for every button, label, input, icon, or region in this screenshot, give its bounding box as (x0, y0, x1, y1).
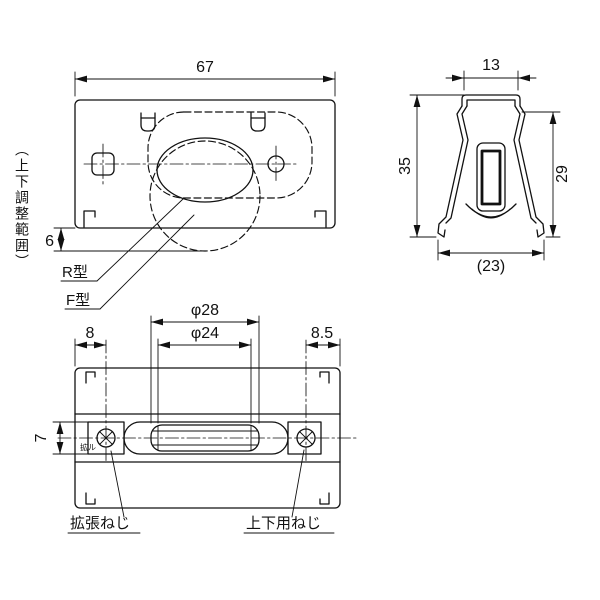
side-wheel-arc (465, 203, 517, 218)
dim-outer-dia-label: φ28 (191, 302, 219, 319)
dim-side-width-label: 13 (482, 57, 500, 74)
front-bottom-hooks (83, 210, 327, 228)
dim-13: 13 (445, 57, 537, 91)
side-roller-housing (476, 142, 506, 212)
dim-35: 35 (397, 94, 465, 238)
expansion-screw-leader (110, 450, 125, 518)
front-view: 67 6 R型 F型 (45, 59, 336, 310)
dim-height-right-label: 29 (554, 165, 571, 183)
front-hidden-wheel (149, 140, 261, 252)
stamp-mark: 拡ル (80, 442, 96, 452)
dim-foot-span-label: (23) (477, 258, 505, 275)
front-roller-arm-outline (156, 137, 254, 203)
front-plate-outline (74, 99, 336, 229)
dim-right-offset-label: 8.5 (311, 325, 333, 342)
label-vertical-screw: 上下用ねじ (246, 515, 321, 532)
dim-8-5: 8.5 (305, 325, 341, 367)
dim-slot-height-label: 7 (33, 433, 50, 442)
label-expansion-screw: 拡張ねじ (70, 515, 130, 532)
dim-height-left-label: 35 (397, 157, 414, 175)
vertical-adjust-screw (296, 428, 316, 448)
label-f-type: F型 (66, 292, 90, 309)
wheel-detail-lines (152, 425, 258, 451)
type-labels: R型 F型 (60, 198, 195, 310)
dim-8: 8 (74, 325, 107, 367)
bottom-corner-tabs (85, 371, 330, 505)
side-profile (437, 94, 545, 238)
dim-7: 7 (33, 421, 91, 455)
front-hidden-housing (147, 111, 313, 199)
screw-labels: 拡張ねじ 上下用ねじ (67, 449, 335, 534)
dim-adjust-range-label: 6 (45, 233, 54, 250)
bottom-view: 拡ル φ28 φ24 8 8.5 7 (33, 302, 357, 534)
dim-phi28: φ28 (150, 302, 260, 424)
side-roller-bushing (480, 149, 502, 206)
side-view: 13 35 29 (23) (397, 57, 571, 275)
dim-67: 67 (74, 59, 336, 97)
dim-inner-dia-label: φ24 (191, 325, 219, 342)
r-type-leader (96, 198, 184, 282)
expansion-screw (96, 428, 116, 448)
f-type-leader (99, 214, 195, 310)
dim-6: 6 (45, 227, 204, 252)
dim-23: (23) (437, 239, 545, 275)
dim-29: 29 (521, 111, 571, 238)
dim-width-label: 67 (196, 59, 214, 76)
side-wheel-arc-inner (471, 208, 511, 219)
label-r-type: R型 (62, 264, 88, 281)
vertical-adjust-note: （上下調整範囲） (14, 142, 30, 270)
dim-phi24: φ24 (157, 325, 252, 424)
vertical-screw-leader (291, 449, 305, 518)
dim-left-offset-label: 8 (86, 325, 95, 342)
front-center-lines (83, 143, 297, 187)
